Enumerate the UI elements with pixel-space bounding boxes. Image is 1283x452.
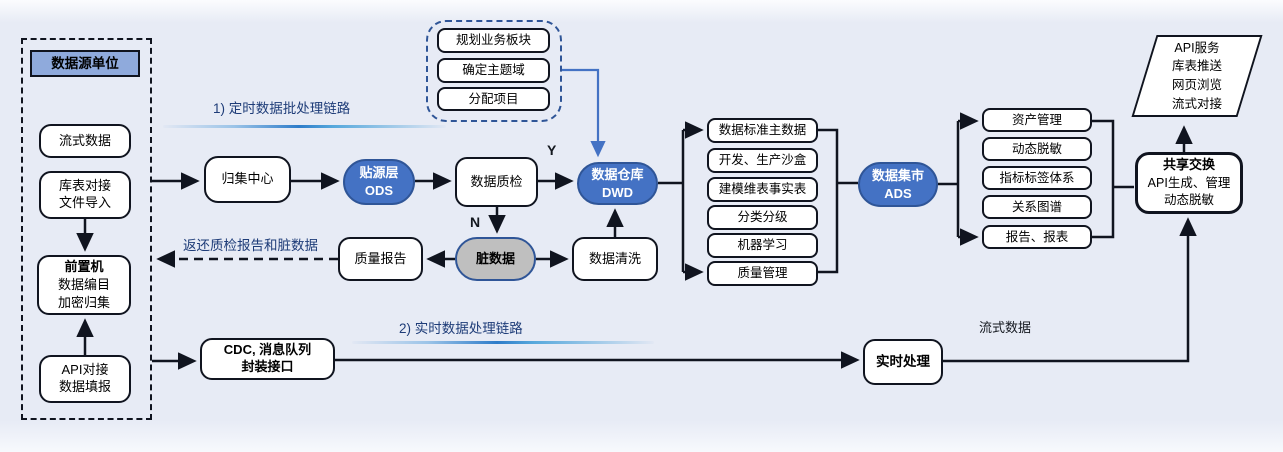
- label-stream-data: 流式数据: [979, 320, 1032, 335]
- planning-item-subject-domain: 确定主题域: [437, 58, 550, 83]
- parallelogram-output-services: API服务 库表推送 网页浏览 流式对接: [1131, 35, 1263, 117]
- dwd-output-sandbox: 开发、生产沙盒: [707, 148, 818, 173]
- node-dirty-data: 脏数据: [455, 237, 536, 281]
- planning-group: [426, 20, 562, 122]
- planning-item-business-blocks: 规划业务板块: [437, 28, 550, 53]
- box-realtime-processing: 实时处理: [863, 339, 943, 385]
- label-return-note: 返还质检报告和脏数据: [183, 238, 318, 253]
- node-dwd-warehouse: 数据仓库 DWD: [577, 162, 658, 205]
- ads-output-dynamic-masking: 动态脱敏: [982, 137, 1092, 161]
- dwd-output-modeling: 建模维表事实表: [707, 177, 818, 202]
- solid-connectors: [76, 112, 1197, 370]
- planning-item-assign-project: 分配项目: [437, 87, 550, 111]
- box-data-cleaning: 数据清洗: [572, 237, 658, 281]
- frontend-machine-title: 前置机: [64, 258, 104, 274]
- box-share-exchange: 共享交换 API生成、管理 动态脱敏: [1135, 152, 1243, 214]
- dwd-output-machine-learning: 机器学习: [707, 233, 818, 258]
- data-source-panel: [21, 38, 152, 420]
- label-batch-pipeline: 1) 定时数据批处理链路: [213, 101, 351, 116]
- node-ods-layer: 贴源层 ODS: [343, 159, 415, 205]
- batch-label-underline: [163, 125, 446, 128]
- label-realtime-pipeline: 2) 实时数据处理链路: [399, 321, 523, 336]
- label-yes: Y: [547, 142, 557, 158]
- node-ads-mart: 数据集市 ADS: [858, 162, 938, 207]
- realtime-label-underline: [352, 341, 654, 344]
- box-quality-check: 数据质检: [455, 157, 538, 207]
- dwd-output-classification: 分类分级: [707, 205, 818, 230]
- ads-output-reports: 报告、报表: [982, 225, 1092, 249]
- output-services-text: API服务 库表推送 网页浏览 流式对接: [1171, 40, 1222, 111]
- data-source-panel-title: 数据源单位: [30, 50, 140, 77]
- label-no: N: [470, 214, 481, 230]
- dwd-output-quality-management: 质量管理: [707, 261, 818, 286]
- ads-output-asset-management: 资产管理: [982, 108, 1092, 132]
- share-exchange-sub: API生成、管理 动态脱敏: [1147, 175, 1231, 208]
- ads-output-indicator-labels: 指标标签体系: [982, 166, 1092, 190]
- box-quality-report: 质量报告: [338, 237, 423, 281]
- box-table-import: 库表对接 文件导入: [39, 171, 131, 219]
- share-exchange-title: 共享交换: [1162, 157, 1215, 173]
- box-stream-data-source: 流式数据: [39, 124, 131, 158]
- box-collect-center: 归集中心: [204, 156, 291, 203]
- box-cdc-queue: CDC, 消息队列 封装接口: [200, 338, 335, 380]
- box-api-report: API对接 数据填报: [39, 355, 131, 403]
- dwd-output-master-data: 数据标准主数据: [707, 118, 818, 143]
- planning-to-dwd-connector: [562, 68, 606, 158]
- ads-output-relation-graph: 关系图谱: [982, 195, 1092, 219]
- frontend-machine-sub: 数据编目 加密归集: [57, 276, 110, 311]
- box-frontend-machine: 前置机 数据编目 加密归集: [37, 255, 131, 315]
